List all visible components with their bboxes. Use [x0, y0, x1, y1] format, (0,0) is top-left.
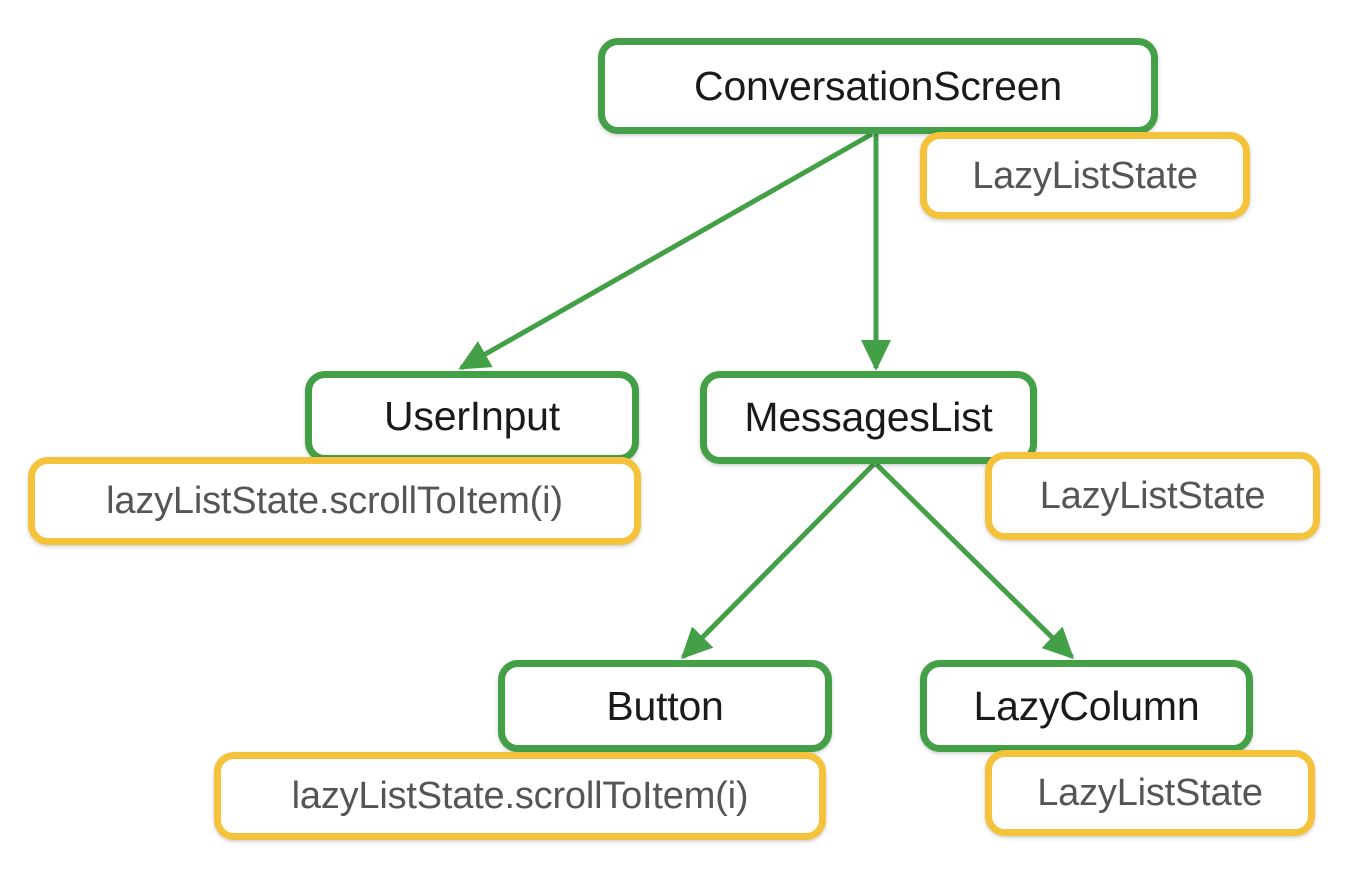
chip-user-input-scrolltoitem[interactable]: lazyListState.scrollToItem(i) [28, 457, 641, 545]
node-button-label: Button [606, 682, 724, 729]
chip-lazy-column-lazyliststate-label: LazyListState [1037, 772, 1263, 814]
node-conversation-screen[interactable]: ConversationScreen [598, 38, 1158, 134]
node-messages-list[interactable]: MessagesList [700, 371, 1037, 464]
edge-conversation-to-user-input [458, 131, 874, 371]
chip-messages-list-lazyliststate[interactable]: LazyListState [985, 452, 1320, 540]
chip-lazy-column-lazyliststate[interactable]: LazyListState [985, 750, 1315, 836]
node-lazy-column[interactable]: LazyColumn [920, 660, 1253, 752]
chip-button-scrolltoitem[interactable]: lazyListState.scrollToItem(i) [214, 752, 826, 840]
chip-conversation-screen-lazyliststate-label: LazyListState [972, 154, 1198, 197]
edge-messages-list-to-button [680, 462, 876, 660]
chip-messages-list-lazyliststate-label: LazyListState [1039, 475, 1266, 517]
node-user-input[interactable]: UserInput [305, 371, 639, 462]
node-conversation-screen-label: ConversationScreen [694, 62, 1062, 109]
node-lazy-column-label: LazyColumn [973, 682, 1200, 729]
chip-user-input-scrolltoitem-label: lazyListState.scrollToItem(i) [106, 480, 563, 522]
chip-button-scrolltoitem-label: lazyListState.scrollToItem(i) [291, 775, 749, 817]
chip-conversation-screen-lazyliststate[interactable]: LazyListState [920, 132, 1250, 219]
node-user-input-label: UserInput [384, 393, 560, 439]
node-messages-list-label: MessagesList [744, 394, 993, 440]
node-button[interactable]: Button [498, 660, 832, 752]
